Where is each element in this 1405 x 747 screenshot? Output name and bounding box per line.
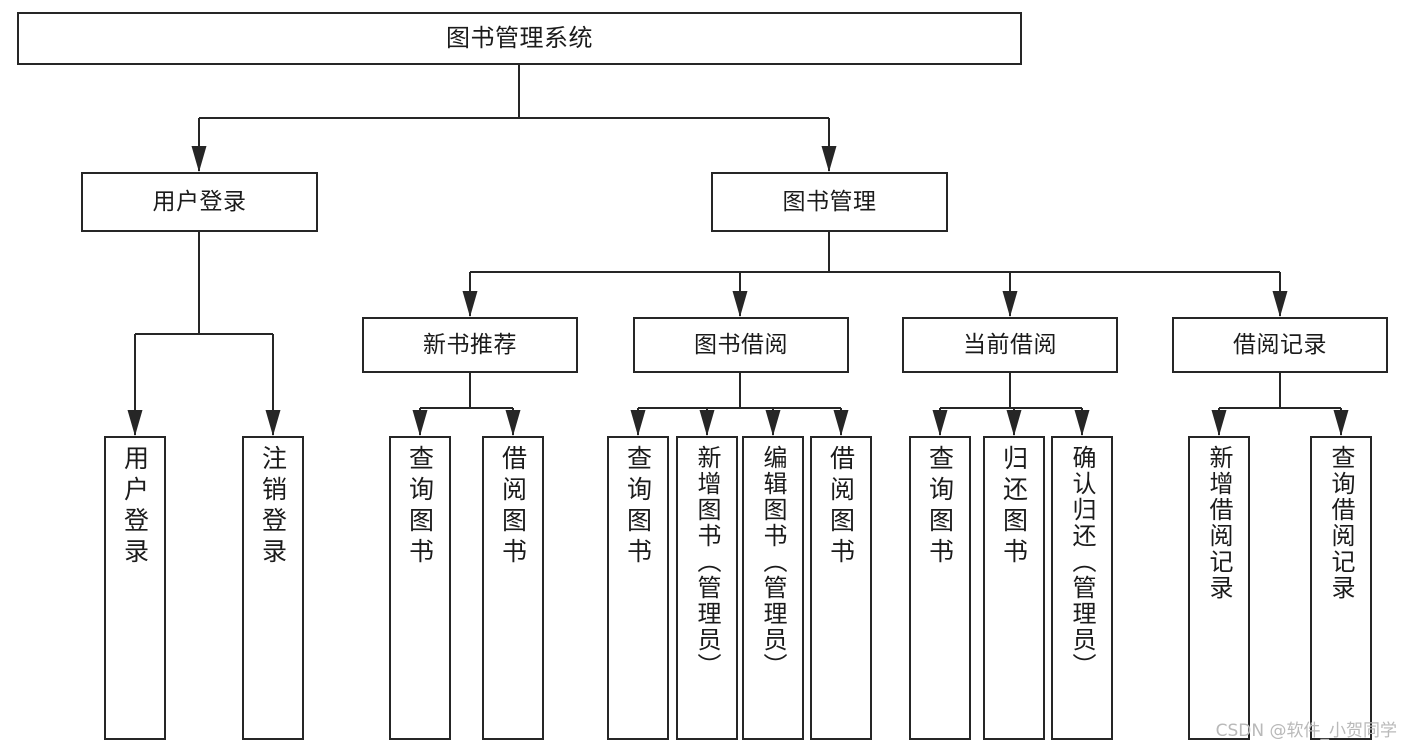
level2-node-2-label: 图书管理 (782, 188, 877, 215)
leaf-node-11-label: 确认归还（管理员） (1068, 445, 1096, 679)
leaf-node-8-label: 借阅图书 (826, 445, 856, 569)
connector-group-2-arrowhead-2 (505, 410, 521, 436)
leaf-node-6-label: 新增图书（管理员） (693, 445, 721, 679)
leaf-node-8[interactable]: 借阅图书 (810, 436, 872, 740)
leaf-node-2[interactable]: 注销登录 (242, 436, 304, 740)
connector-group-3-arrowhead-4 (833, 410, 849, 436)
leaf-node-1[interactable]: 用户登录 (104, 436, 166, 740)
leaf-node-3-label: 查询图书 (405, 445, 435, 569)
level3-node-1-label: 新书推荐 (423, 331, 517, 358)
level2-node-2[interactable]: 图书管理 (711, 172, 948, 232)
root-node-book-management-system[interactable]: 图书管理系统 (17, 12, 1022, 65)
level3-node-3[interactable]: 当前借阅 (902, 317, 1118, 373)
leaf-node-13-label: 查询借阅记录 (1327, 445, 1355, 601)
level3-node-4[interactable]: 借阅记录 (1172, 317, 1388, 373)
level3-node-2-label: 图书借阅 (694, 331, 788, 358)
root-node-book-management-system-label: 图书管理系统 (446, 23, 593, 52)
leaf-node-13[interactable]: 查询借阅记录 (1310, 436, 1372, 740)
leaf-node-9-label: 查询图书 (925, 445, 955, 569)
level3-node-3-label: 当前借阅 (963, 331, 1057, 358)
connector-group-1-arrowhead-2 (265, 410, 281, 436)
leaf-node-1-label: 用户登录 (120, 445, 150, 569)
leaf-node-7[interactable]: 编辑图书（管理员） (742, 436, 804, 740)
leaf-node-5-label: 查询图书 (623, 445, 653, 569)
leaf-node-4-label: 借阅图书 (498, 445, 528, 569)
connector-group-3-arrowhead-3 (765, 410, 781, 436)
leaf-node-12-label: 新增借阅记录 (1205, 445, 1233, 601)
connector-root-arrowhead-2 (821, 146, 837, 172)
level3-node-2[interactable]: 图书借阅 (633, 317, 849, 373)
connector-root-arrowhead-1 (191, 146, 207, 172)
leaf-node-4[interactable]: 借阅图书 (482, 436, 544, 740)
connector-group-5-arrowhead-2 (1333, 410, 1349, 436)
connector-group-4-arrowhead-1 (932, 410, 948, 436)
connector-level2-arrowhead-1 (462, 291, 478, 317)
leaf-node-12[interactable]: 新增借阅记录 (1188, 436, 1250, 740)
leaf-node-11[interactable]: 确认归还（管理员） (1051, 436, 1113, 740)
leaf-node-3[interactable]: 查询图书 (389, 436, 451, 740)
leaf-node-6[interactable]: 新增图书（管理员） (676, 436, 738, 740)
connector-level2-arrowhead-3 (1002, 291, 1018, 317)
leaf-node-10-label: 归还图书 (999, 445, 1029, 569)
level2-node-1[interactable]: 用户登录 (81, 172, 318, 232)
leaf-node-2-label: 注销登录 (258, 445, 288, 569)
level3-node-1[interactable]: 新书推荐 (362, 317, 578, 373)
leaf-node-5[interactable]: 查询图书 (607, 436, 669, 740)
leaf-node-10[interactable]: 归还图书 (983, 436, 1045, 740)
connector-group-4-arrowhead-2 (1006, 410, 1022, 436)
connector-group-1-arrowhead-1 (127, 410, 143, 436)
connector-group-5-arrowhead-1 (1211, 410, 1227, 436)
connector-level2-arrowhead-4 (1272, 291, 1288, 317)
leaf-node-7-label: 编辑图书（管理员） (759, 445, 787, 679)
level2-node-1-label: 用户登录 (152, 188, 247, 215)
csdn-watermark: CSDN @软件_小贺同学 (1215, 721, 1397, 741)
connector-level2-arrowhead-2 (732, 291, 748, 317)
leaf-node-9[interactable]: 查询图书 (909, 436, 971, 740)
connector-group-4-arrowhead-3 (1074, 410, 1090, 436)
level3-node-4-label: 借阅记录 (1233, 331, 1327, 358)
connector-group-2-arrowhead-1 (412, 410, 428, 436)
connector-group-3-arrowhead-1 (630, 410, 646, 436)
connector-group-3-arrowhead-2 (699, 410, 715, 436)
